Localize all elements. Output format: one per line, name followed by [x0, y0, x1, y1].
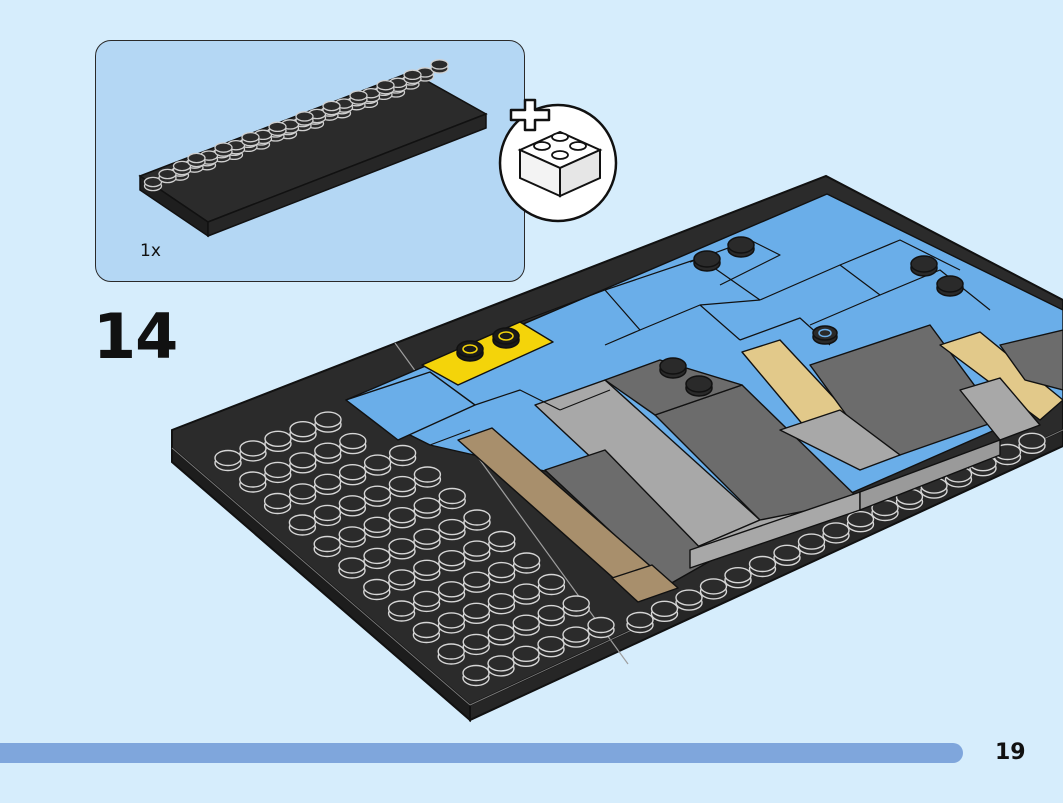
stud-top: [263, 492, 292, 510]
stud-top: [314, 442, 342, 459]
stud-top: [214, 142, 233, 153]
stud-top: [214, 449, 242, 467]
stud-top: [239, 471, 267, 488]
page-progress-bar: [0, 743, 963, 763]
stud-top: [438, 518, 466, 536]
stud-top: [387, 600, 416, 617]
stud-top: [537, 573, 566, 591]
stud-top: [537, 604, 565, 622]
stud-top: [413, 559, 441, 576]
stud-top: [462, 602, 491, 619]
stud-top: [339, 432, 367, 450]
stud-top: [349, 90, 368, 101]
stud-top: [463, 509, 491, 526]
stud-top: [295, 111, 314, 122]
stud-top: [562, 626, 590, 643]
stud-top: [412, 590, 441, 608]
stud-top: [363, 485, 392, 502]
stud-top: [322, 100, 341, 112]
stud-top: [187, 152, 206, 164]
stud-top: [264, 430, 292, 447]
stud-top: [388, 569, 416, 586]
stud-top: [363, 516, 391, 533]
base-plate-studs: [214, 411, 1046, 687]
stud-top: [288, 514, 317, 531]
part-quantity-label: 1x: [140, 241, 161, 261]
stud-top: [699, 578, 728, 595]
stud-top: [314, 411, 342, 428]
stud-top: [289, 452, 317, 469]
stud-top: [363, 454, 392, 471]
stud-top: [462, 664, 490, 682]
stud-top: [438, 487, 466, 505]
stud-top: [363, 547, 391, 565]
stud-top: [797, 533, 826, 550]
stud-top: [158, 168, 177, 180]
stud-top: [512, 583, 541, 600]
stud-top: [413, 528, 441, 545]
stud-top: [388, 444, 417, 462]
stud-top: [338, 495, 367, 512]
stud-top: [537, 636, 565, 653]
stud-top: [172, 160, 192, 172]
stud-top: [338, 557, 366, 574]
stud-top: [562, 595, 590, 612]
stud-top: [846, 511, 875, 528]
stud-top: [289, 421, 317, 438]
stud-top: [264, 461, 292, 479]
stud-top: [313, 504, 342, 522]
stud-top: [487, 561, 516, 579]
stud-top: [462, 571, 491, 588]
stud-top: [487, 624, 515, 641]
stud-top: [388, 475, 417, 493]
stud-top: [675, 589, 703, 606]
stud-top: [241, 131, 260, 143]
stud-top: [363, 578, 391, 596]
step-number: 14: [93, 300, 178, 373]
stud-top: [437, 581, 466, 598]
stud-top: [388, 538, 416, 555]
stud-top: [1018, 432, 1046, 449]
stud-top: [430, 59, 449, 70]
stud-top: [268, 121, 287, 133]
stud-top: [338, 464, 367, 481]
stud-top: [724, 567, 752, 584]
stud-top: [437, 612, 466, 629]
stud-top: [773, 544, 801, 561]
stud-top: [388, 507, 416, 524]
stud-top: [143, 176, 163, 188]
tile-studs: [456, 236, 964, 397]
black-plate-part-icon: [138, 59, 488, 238]
stud-top: [463, 540, 491, 557]
stud-top: [338, 526, 366, 543]
stud-top: [487, 655, 515, 672]
stud-top: [288, 483, 317, 500]
page-number: 19: [995, 740, 1026, 765]
stud-top: [650, 600, 679, 617]
stud-top: [438, 550, 466, 567]
stud-top: [413, 466, 442, 483]
stud-top: [412, 621, 441, 639]
stud-top: [462, 633, 490, 651]
stud-top: [488, 530, 516, 548]
stud-top: [626, 611, 654, 629]
plus-brick-icon: [498, 98, 618, 223]
stud-top: [403, 69, 422, 81]
stud-top: [512, 645, 540, 662]
stud-top: [748, 555, 777, 573]
stud-top: [313, 473, 342, 490]
stud-top: [313, 535, 341, 553]
stud-top: [822, 522, 850, 539]
stud-top: [512, 552, 541, 569]
tile-layer: [345, 193, 1063, 603]
stud-top: [413, 497, 441, 514]
stud-top: [437, 643, 465, 660]
stud-top: [376, 79, 395, 91]
stud-top: [587, 616, 615, 634]
stud-top: [487, 593, 516, 610]
stud-top: [512, 614, 540, 631]
stud-top: [239, 440, 267, 457]
